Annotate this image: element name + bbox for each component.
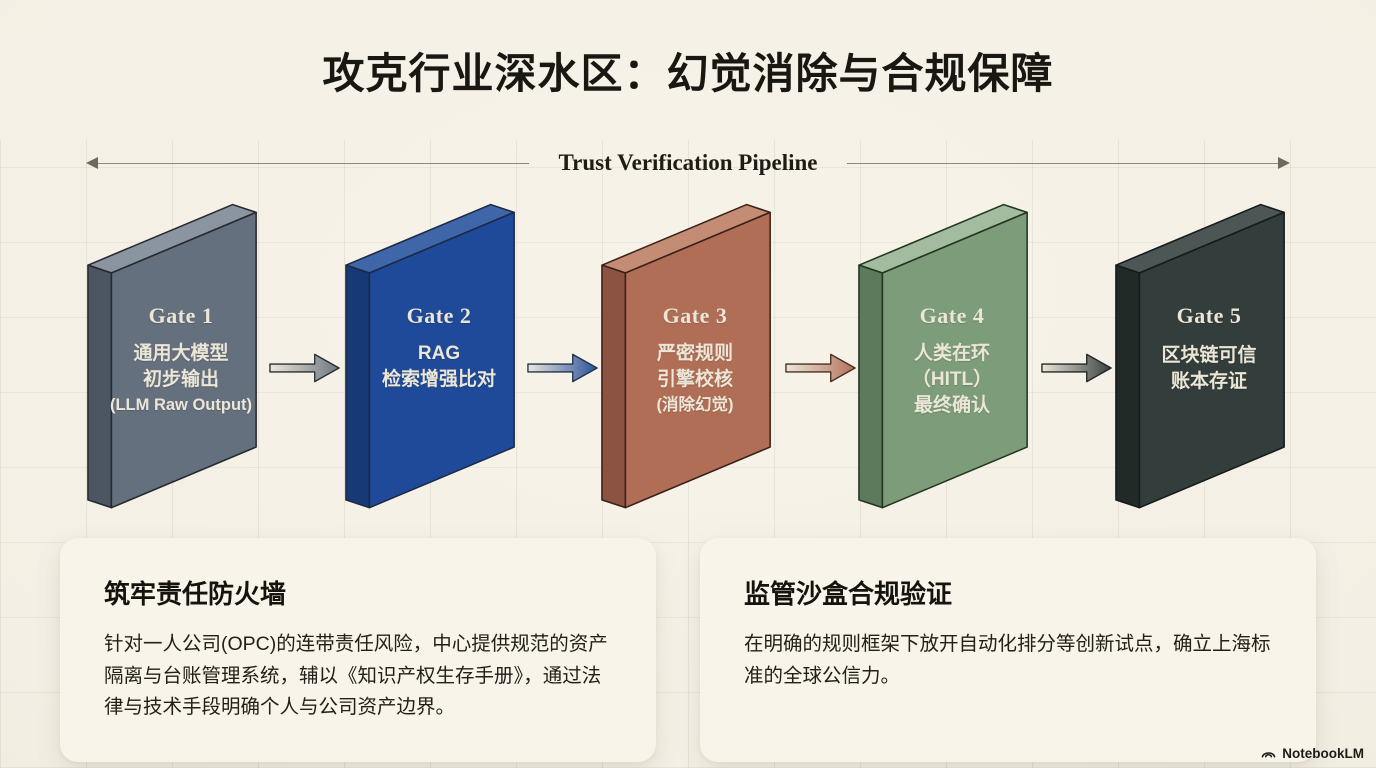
card-body: 在明确的规则框架下放开自动化排分等创新试点，确立上海标准的全球公信力。: [744, 633, 1271, 687]
gate-subtext: (消除幻觉): [656, 396, 734, 415]
notebooklm-logo-icon: [1261, 752, 1276, 758]
card-regulatory-sandbox: 监管沙盒合规验证 在明确的规则框架下放开自动化排分等创新试点，确立上海标准的全球…: [700, 538, 1316, 762]
pipeline-span-line: [847, 162, 1279, 164]
card-body: 针对一人公司(OPC)的连带责任风险，中心提供规范的资产隔离与台账管理系统，辅以…: [104, 633, 608, 719]
gate-name: Gate 2: [406, 303, 472, 328]
gate-2-text: Gate 2 RAG 检索增强比对: [366, 303, 512, 393]
gate-slab-graphic: [858, 203, 1028, 509]
flow-arrow-1-icon: [269, 353, 340, 383]
gate-subtext: (LLM Raw Output): [109, 396, 253, 415]
gate-slab-graphic: [601, 203, 771, 509]
pipeline-span-line: [98, 162, 529, 164]
gate-slab-graphic: [345, 203, 515, 509]
card-responsibility-firewall: 筑牢责任防火墙 针对一人公司(OPC)的连带责任风险，中心提供规范的资产隔离与台…: [60, 538, 656, 762]
footer-brand: NotebookLM: [1260, 745, 1364, 762]
gate-1-text: Gate 1 通用大模型 初步输出 (LLM Raw Output): [108, 303, 254, 417]
gate-description: 通用大模型 初步输出: [133, 343, 229, 391]
gate-name: Gate 4: [919, 303, 985, 328]
gate-4-panel: Gate 4 人类在环 （HITL） 最终确认: [857, 203, 1033, 519]
footer-brand-label: NotebookLM: [1282, 746, 1364, 761]
card-title: 筑牢责任防火墙: [104, 579, 287, 609]
pipeline-header: Trust Verification Pipeline: [86, 150, 1291, 176]
gate-name: Gate 5: [1176, 303, 1242, 328]
gate-1-panel: Gate 1 通用大模型 初步输出 (LLM Raw Output): [86, 203, 262, 519]
page-title: 攻克行业深水区：幻觉消除与合规保障: [322, 52, 1054, 98]
gate-name: Gate 1: [148, 303, 214, 328]
arrow-right-icon: [1278, 157, 1291, 169]
gate-slab-graphic: [1115, 203, 1285, 509]
gate-description: 区块链可信 账本存证: [1161, 345, 1257, 393]
arrow-left-icon: [86, 157, 98, 169]
gate-name: Gate 3: [662, 303, 728, 328]
gate-5-text: Gate 5 区块链可信 账本存证: [1136, 303, 1282, 395]
gate-3-text: Gate 3 严密规则 引擎校核 (消除幻觉): [622, 303, 768, 417]
gate-5-panel: Gate 5 区块链可信 账本存证: [1114, 203, 1290, 519]
gate-description: 严密规则 引擎校核: [656, 343, 733, 391]
gate-description: 人类在环 （HITL） 最终确认: [911, 343, 993, 417]
flow-arrow-2-icon: [527, 353, 598, 383]
flow-arrow-4-icon: [1041, 353, 1112, 383]
pipeline-label: Trust Verification Pipeline: [558, 150, 818, 175]
card-title: 监管沙盒合规验证: [744, 579, 953, 609]
gate-description: RAG 检索增强比对: [381, 343, 496, 391]
gate-2-panel: Gate 2 RAG 检索增强比对: [344, 203, 520, 519]
gate-slab-graphic: [87, 203, 257, 509]
gate-3-panel: Gate 3 严密规则 引擎校核 (消除幻觉): [600, 203, 776, 519]
gate-4-text: Gate 4 人类在环 （HITL） 最终确认: [879, 303, 1025, 420]
flow-arrow-3-icon: [785, 353, 856, 383]
